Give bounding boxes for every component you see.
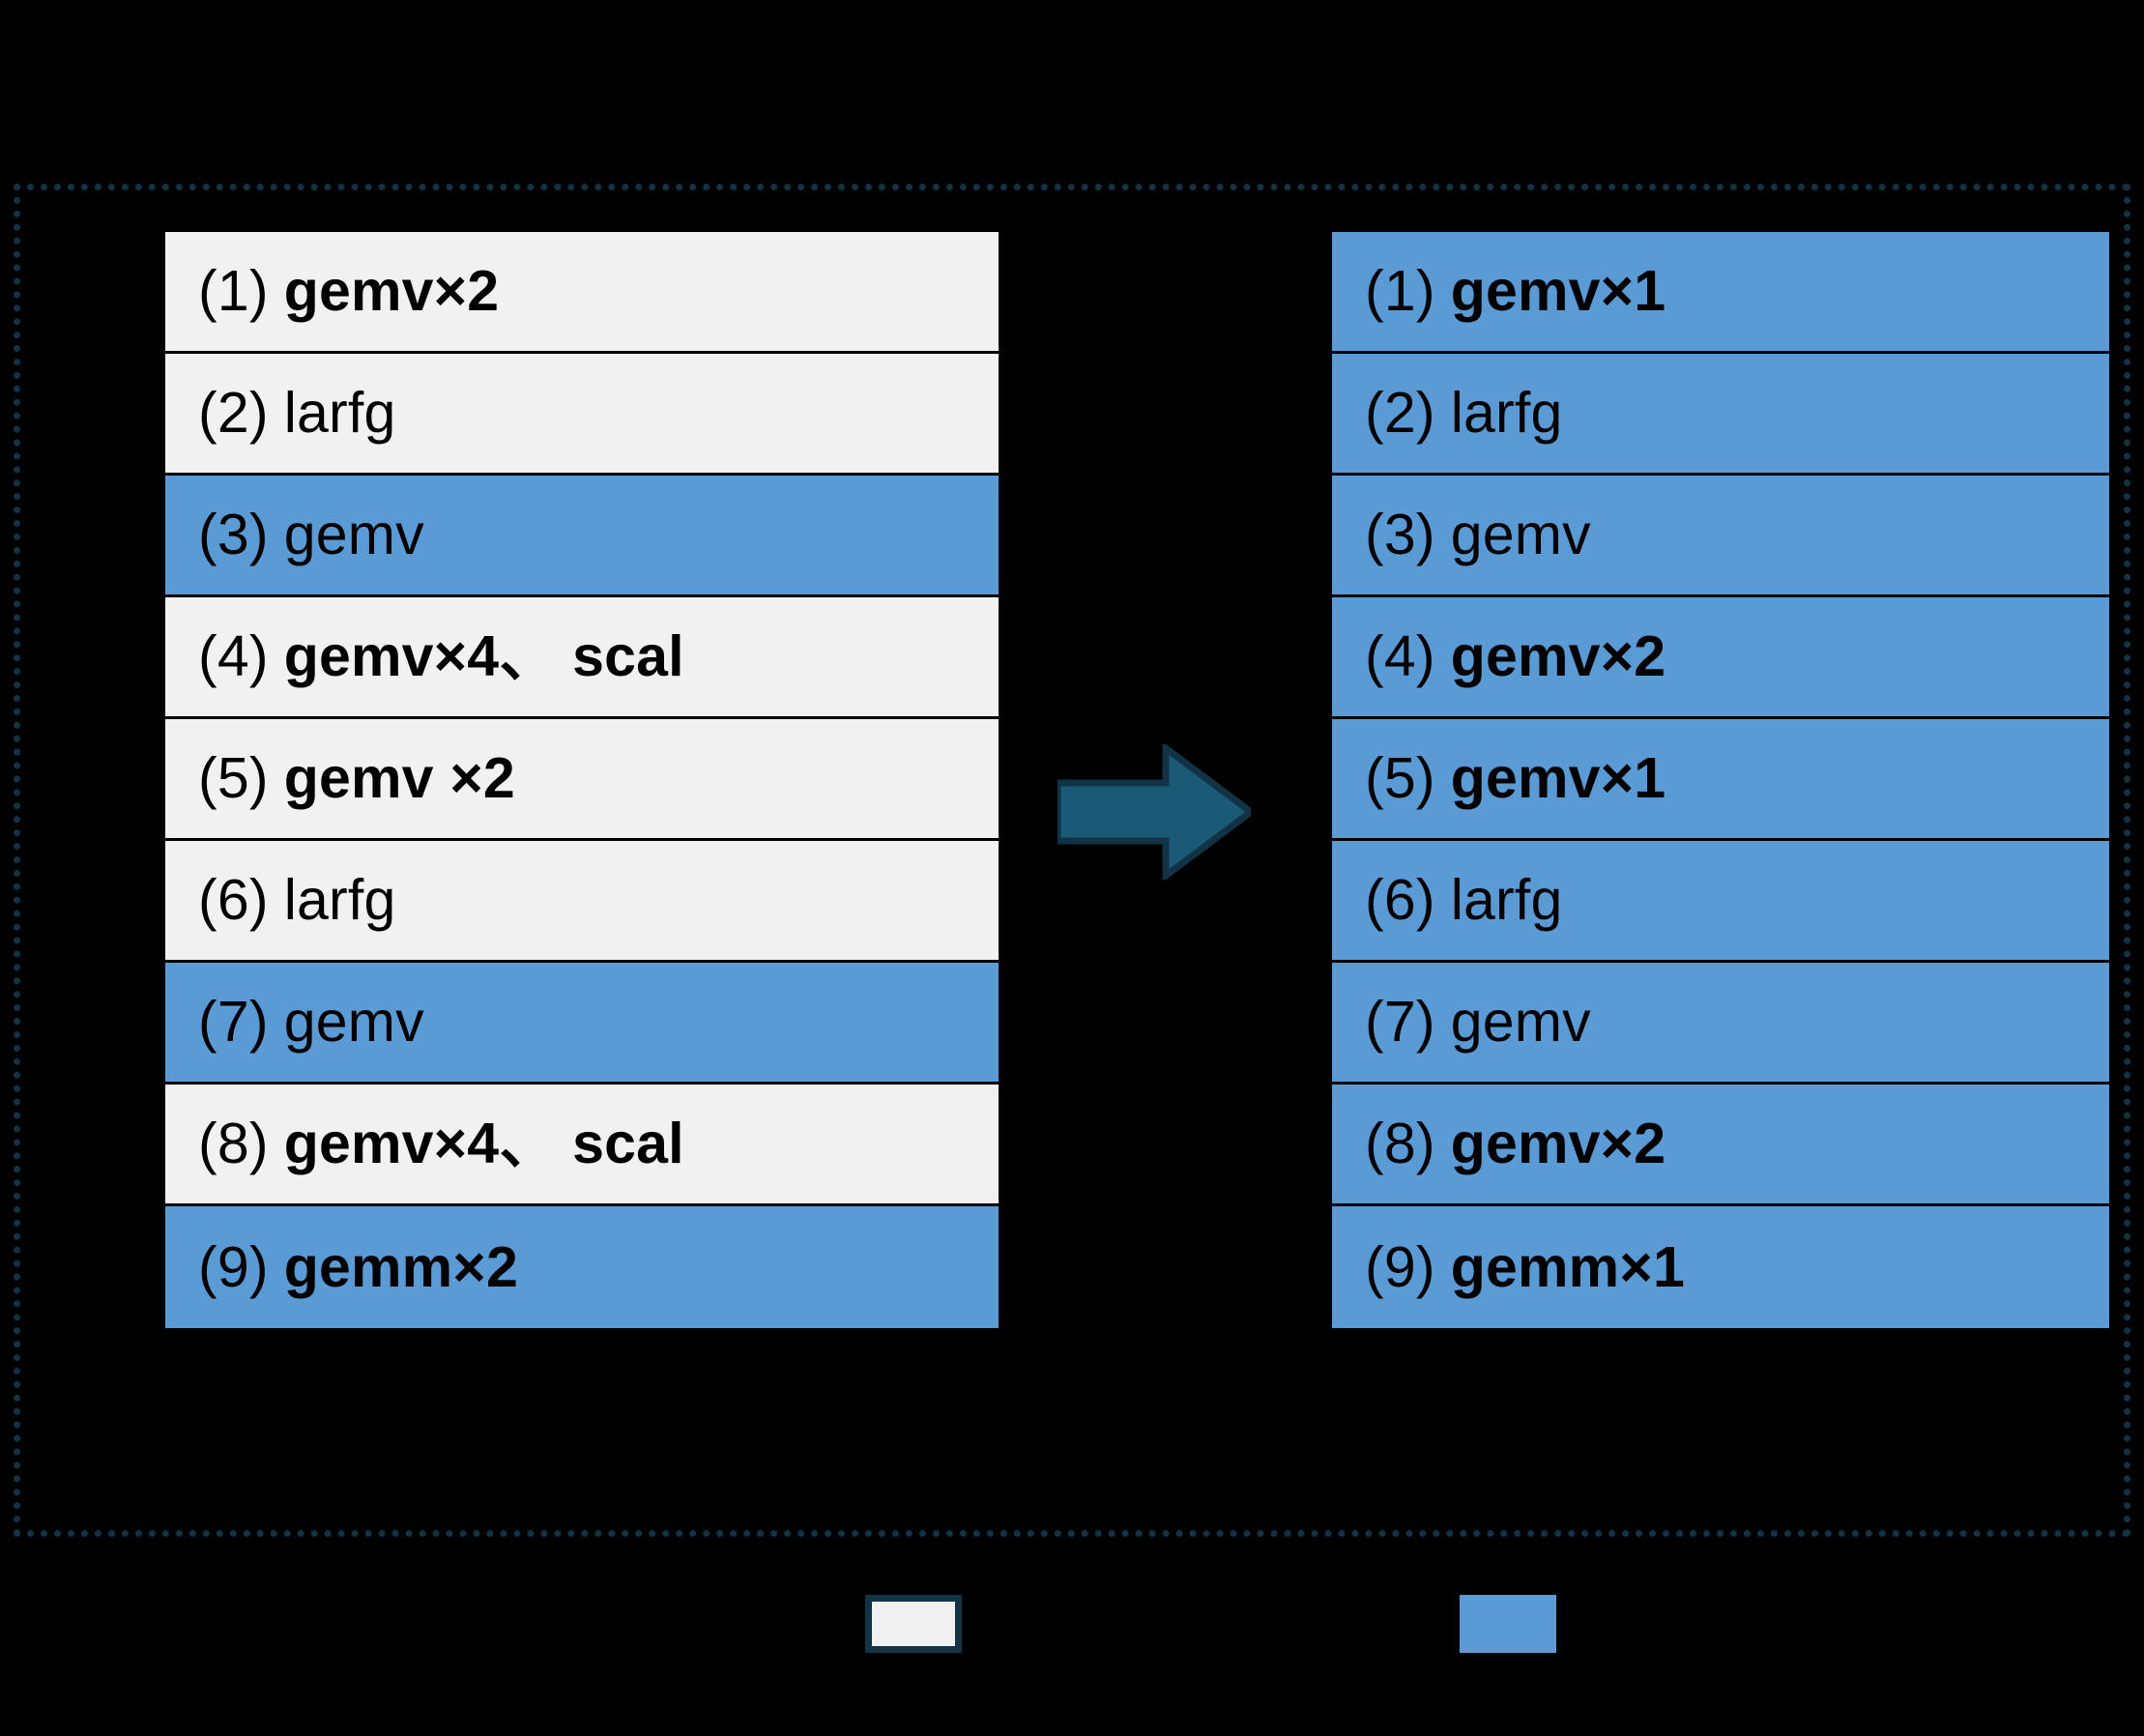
row-operation-label: gemv×1: [1450, 746, 1666, 810]
table-row: (9) gemm×2: [165, 1206, 999, 1328]
row-operation-label: gemv×2: [1450, 624, 1666, 688]
row-operation-label: gemm×2: [283, 1234, 518, 1299]
row-index-label: (7): [1365, 990, 1435, 1054]
row-operation-label: gemv×4、 scal: [283, 1112, 684, 1175]
row-operation-label: gemv×1: [1450, 259, 1666, 323]
row-index-label: (5): [1365, 746, 1435, 810]
row-operation-label: larfg: [1450, 381, 1563, 445]
table-row: (1) gemv×1: [1332, 232, 2109, 354]
row-index-label: (8): [198, 1112, 269, 1175]
legend-swatch-highlighted: [1460, 1595, 1556, 1653]
row-index-label: (8): [1365, 1112, 1435, 1175]
row-operation-label: gemv ×2: [283, 746, 515, 810]
row-operation-label: gemv: [1450, 503, 1591, 566]
table-row: (4) gemv×2: [1332, 597, 2109, 719]
right-arrow-icon: [1058, 744, 1251, 880]
row-index-label: (2): [1365, 381, 1435, 445]
row-operation-label: gemv×2: [1450, 1112, 1666, 1175]
table-row: (3) gemv: [1332, 476, 2109, 597]
row-index-label: (1): [1365, 259, 1435, 323]
table-row: (7) gemv: [165, 963, 999, 1085]
table-row: (6) larfg: [1332, 841, 2109, 963]
table-row: (6) larfg: [165, 841, 999, 963]
row-operation-label: larfg: [283, 868, 396, 932]
row-operation-label: larfg: [1450, 868, 1563, 932]
row-index-label: (6): [198, 868, 269, 932]
table-row: (8) gemv×2: [1332, 1085, 2109, 1206]
row-index-label: (4): [1365, 624, 1435, 688]
left-operation-table: (1) gemv×2 (2) larfg (3) gemv (4) gemv×4…: [162, 229, 1001, 1331]
row-index-label: (7): [198, 990, 269, 1054]
table-row: (1) gemv×2: [165, 232, 999, 354]
row-index-label: (9): [1365, 1234, 1435, 1299]
row-index-label: (3): [198, 503, 269, 566]
row-operation-label: larfg: [283, 381, 396, 445]
row-operation-label: gemv: [283, 503, 424, 566]
table-row: (4) gemv×4、 scal: [165, 597, 999, 719]
table-row: (9) gemm×1: [1332, 1206, 2109, 1328]
table-row: (5) gemv×1: [1332, 719, 2109, 841]
row-operation-label: gemm×1: [1450, 1234, 1685, 1299]
table-row: (5) gemv ×2: [165, 719, 999, 841]
legend-swatch-plain: [865, 1595, 962, 1653]
row-operation-label: gemv: [283, 990, 424, 1054]
row-index-label: (5): [198, 746, 269, 810]
table-row: (8) gemv×4、 scal: [165, 1085, 999, 1206]
row-operation-label: gemv×4、 scal: [283, 624, 684, 688]
table-row: (3) gemv: [165, 476, 999, 597]
table-row: (7) gemv: [1332, 963, 2109, 1085]
row-index-label: (6): [1365, 868, 1435, 932]
table-row: (2) larfg: [165, 354, 999, 476]
row-operation-label: gemv×2: [283, 259, 500, 323]
right-operation-table: (1) gemv×1 (2) larfg (3) gemv (4) gemv×2…: [1329, 229, 2112, 1331]
row-index-label: (1): [198, 259, 269, 323]
row-index-label: (4): [198, 624, 269, 688]
table-row: (2) larfg: [1332, 354, 2109, 476]
row-index-label: (2): [198, 381, 269, 445]
row-index-label: (3): [1365, 503, 1435, 566]
row-operation-label: gemv: [1450, 990, 1591, 1054]
row-index-label: (9): [198, 1234, 269, 1299]
